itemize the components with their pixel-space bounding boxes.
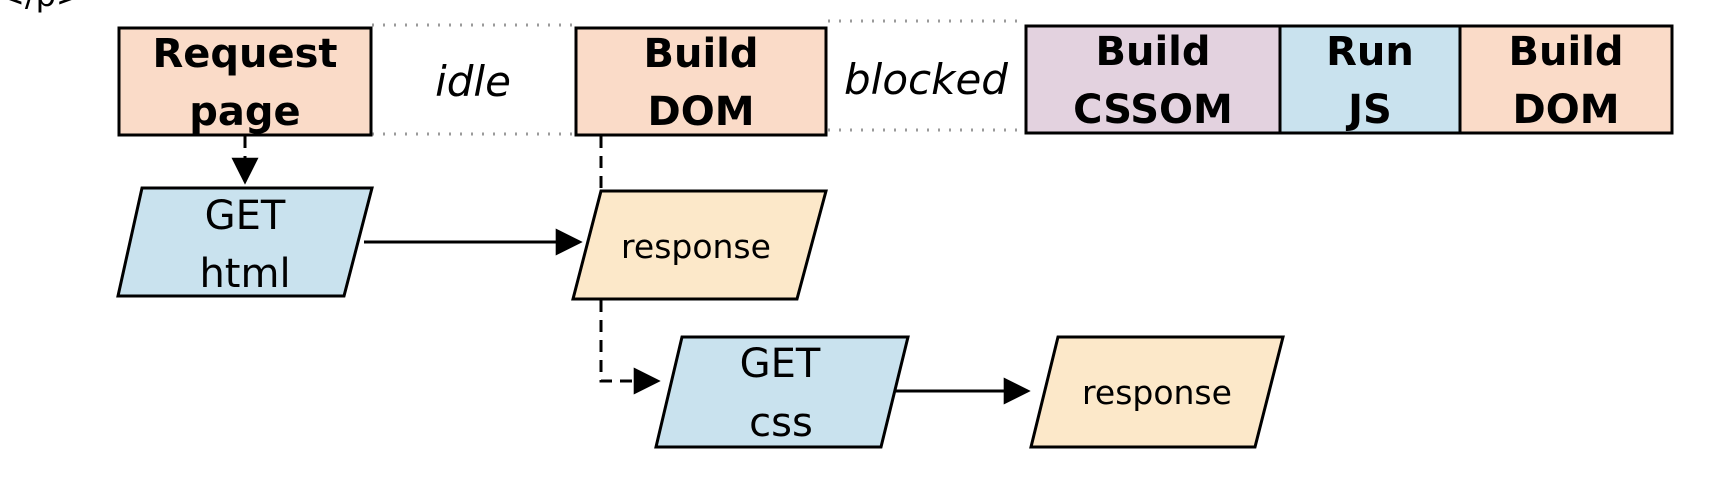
build-dom-2-label-line2: DOM: [1512, 87, 1619, 133]
request-page-label-line1: Request: [152, 31, 337, 77]
build-dom-box-2: Build DOM: [1458, 24, 1674, 135]
build-dom-1-label-line2: DOM: [647, 89, 754, 135]
run-js-box: Run JS: [1278, 24, 1462, 135]
build-dom-box-1: Build DOM: [574, 26, 828, 137]
get-css-label-line2: css: [749, 400, 813, 446]
response-html-shape: response: [571, 189, 828, 301]
idle-label: idle: [435, 57, 511, 106]
get-css-shape: GET css: [654, 335, 910, 449]
response-to-get-css-connector: [599, 300, 661, 395]
timeline-guides: [372, 19, 1025, 136]
get-html-label-line2: html: [199, 251, 290, 297]
response-css-shape: response: [1029, 335, 1285, 449]
get-html-shape: GET html: [116, 186, 374, 298]
build-dom-1-label-line1: Build: [643, 31, 758, 77]
request-page-box: Request page: [117, 26, 373, 137]
response-html-label: response: [621, 227, 771, 266]
run-js-label-line2: JS: [1345, 87, 1392, 133]
build-cssom-label-line1: Build: [1095, 29, 1210, 75]
get-css-label-line1: GET: [740, 341, 821, 387]
get-html-label-line1: GET: [205, 193, 286, 239]
connectors: [231, 136, 1031, 405]
corner-text-fragment: </p>: [0, 0, 83, 14]
build-cssom-label-line2: CSSOM: [1073, 87, 1233, 133]
response-css-label: response: [1082, 373, 1232, 412]
request-page-label-line2: page: [189, 89, 300, 135]
run-js-label-line1: Run: [1326, 29, 1414, 75]
blocked-label: blocked: [844, 55, 1008, 104]
build-dom-2-label-line1: Build: [1508, 29, 1623, 75]
build-cssom-box: Build CSSOM: [1024, 24, 1282, 135]
